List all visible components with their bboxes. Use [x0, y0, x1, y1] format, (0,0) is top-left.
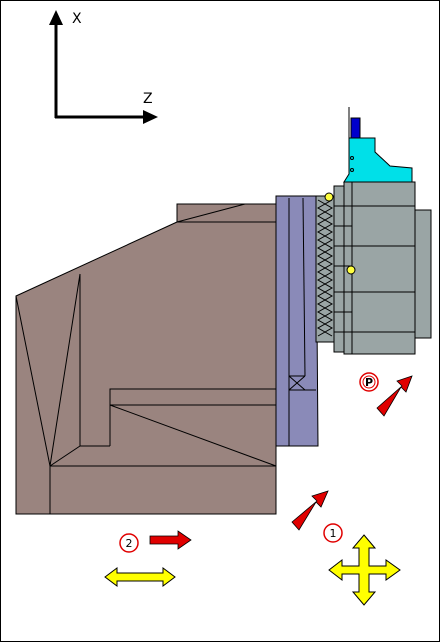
jaw-teeth: [315, 195, 335, 343]
tool-holder: [343, 107, 413, 183]
housing-body: [15, 203, 277, 515]
reference-point-chuck: [346, 265, 356, 275]
badge-2: 2: [119, 533, 139, 553]
reference-point-upper: [324, 192, 334, 202]
flange-plate: [275, 195, 319, 447]
red-arrow-icon: [376, 375, 413, 417]
badge-1: 1: [323, 523, 343, 543]
x-axis-arrow-icon: [49, 10, 63, 25]
flange-body: [275, 195, 319, 447]
red-arrow-icon: [291, 490, 329, 531]
yellow-cross-arrow-icon: [328, 534, 401, 606]
tool-tip: [350, 117, 361, 139]
badge-p: P: [359, 372, 379, 392]
z-axis-label: Z: [143, 91, 153, 107]
yellow-double-arrow-icon: [104, 567, 176, 587]
coordinate-axes: X Z: [49, 10, 158, 124]
badge-p-text: P: [365, 376, 373, 389]
x-axis-label: X: [72, 11, 82, 27]
machine-housing: [15, 203, 277, 515]
tool-holder-body: [343, 137, 413, 183]
badge-1-text: 1: [330, 527, 337, 540]
red-arrow-icon: [149, 530, 192, 550]
badge-2-text: 2: [126, 537, 133, 550]
z-axis-arrow-icon: [143, 110, 158, 124]
